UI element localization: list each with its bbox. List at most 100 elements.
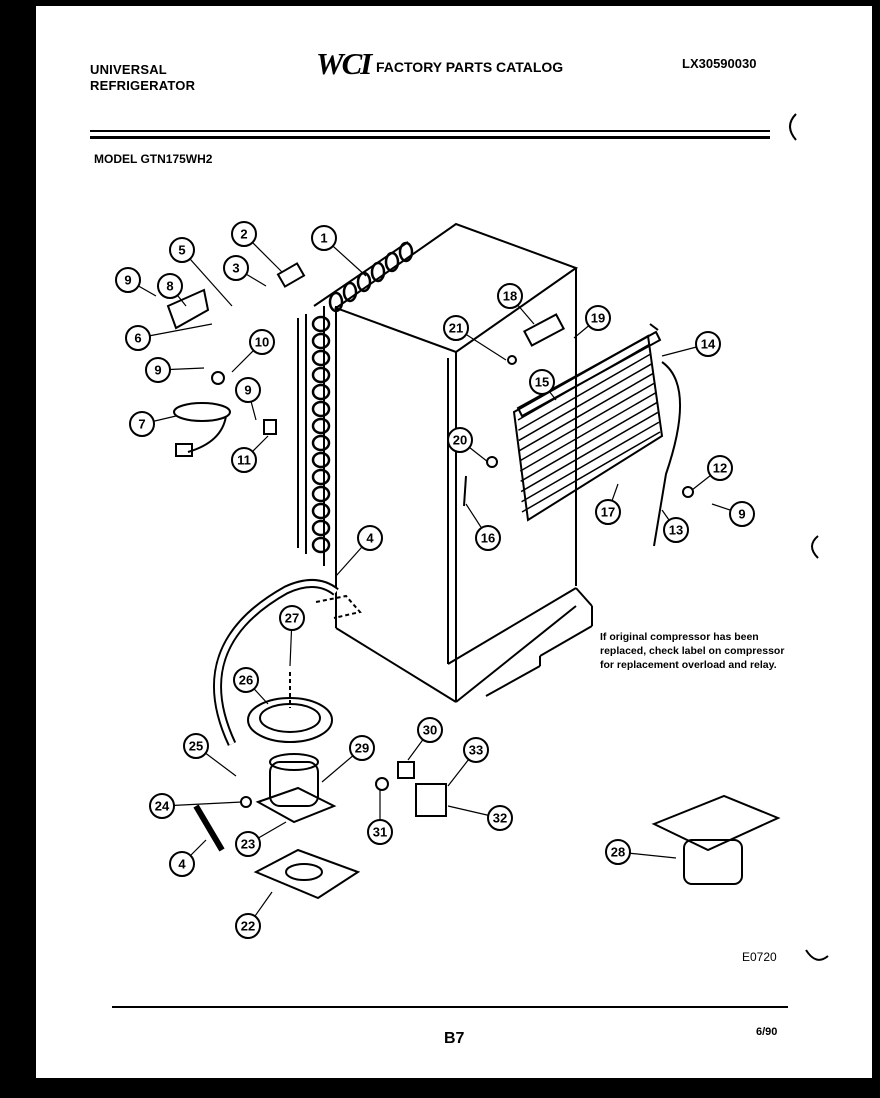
evaporator-fin [520,402,658,482]
callout-circle [311,225,337,251]
callout-circle [695,331,721,357]
evaporator-fin [519,392,656,472]
replacement-compressor [683,839,743,885]
part-callout: 11 [231,447,257,473]
callout-number: 13 [669,523,683,538]
callout-number: 1 [320,231,327,246]
evaporator-fin [520,411,659,493]
callout-number: 2 [240,227,247,242]
overload [397,761,415,779]
callout-circle [497,283,523,309]
callout-circle [183,733,209,759]
callout-number: 19 [591,311,605,326]
coil-loop [311,451,331,469]
evaporator-fin [521,431,661,513]
part-callout: 8 [157,273,183,299]
callout-circle [475,525,501,551]
evaporator-fin [517,343,651,421]
footer-rule [112,1006,788,1008]
suction-tube [213,579,339,746]
callout-number: 8 [166,279,173,294]
callout-circle [125,325,151,351]
callout-number: 11 [237,453,251,468]
part-callout: 20 [447,427,473,453]
callout-circle [279,605,305,631]
callout-number: 16 [481,531,495,546]
catalog-title: FACTORY PARTS CATALOG [376,59,564,75]
part-callout: 33 [463,737,489,763]
callout-circle [595,499,621,525]
callout-circle [235,831,261,857]
callout-circle [223,255,249,281]
part-callout: 21 [443,315,469,341]
coil-loop [311,383,331,401]
callout-circle [463,737,489,763]
part-callout: 15 [529,369,555,395]
header-rule-bottom [90,136,770,139]
catalog-page: UNIVERSAL REFRIGERATOR WCI FACTORY PARTS… [36,6,872,1078]
part-callout: 14 [695,331,721,357]
part-callout: 17 [595,499,621,525]
compressor [269,761,319,807]
callout-number: 6 [134,331,141,346]
evaporator-fin [521,421,660,503]
evaporator-inlet [649,323,659,331]
callout-number: 4 [178,857,186,872]
callout-circle [115,267,141,293]
part-callout: 3 [223,255,249,281]
callout-number: 10 [255,335,269,350]
part-callout: 29 [349,735,375,761]
part-callout: 22 [235,913,261,939]
callout-number: 24 [155,799,170,814]
drier [193,804,225,852]
exploded-parts-diagram: 1235896910971118211914152012917131642726… [115,113,829,961]
part-callout: 4 [169,851,195,877]
brand-name: UNIVERSAL REFRIGERATOR [90,62,195,94]
wci-logo: WCI [316,46,372,81]
callout-circle [169,237,195,263]
callout-number: 7 [138,417,145,432]
coil-loop [311,519,331,537]
evaporator-tube [653,361,681,547]
callout-circle [235,377,261,403]
page-number: B7 [444,1030,465,1047]
part-callout: 9 [729,501,755,527]
part-callout: 4 [357,525,383,551]
callout-number: 14 [701,337,716,352]
drain-pan-inner [259,703,321,733]
callout-circle [349,735,375,761]
evaporator-fin [518,353,652,431]
part-callout: 9 [115,267,141,293]
callout-number: 32 [493,811,507,826]
part-callout: 28 [605,839,631,865]
callout-number: 33 [469,743,483,758]
callout-circle [663,517,689,543]
part-callout: 19 [585,305,611,331]
callout-circle [231,221,257,247]
compressor-note: If original compressor has been replaced… [600,631,785,671]
coil-loop [311,349,331,367]
part-callout: 26 [233,667,259,693]
bracket-clip [276,262,306,288]
callout-circle [235,913,261,939]
callout-number: 22 [241,919,255,934]
callout-circle [367,819,393,845]
diagram-reference: E0720 [742,950,777,964]
part-callout: 7 [129,411,155,437]
brand-line-2: REFRIGERATOR [90,78,196,93]
brand-line-1: UNIVERSAL [90,62,167,77]
callout-number: 9 [738,507,745,522]
callout-circle [443,315,469,341]
coil-loop-top [356,271,372,293]
coil-loop-top [384,251,400,273]
coil-loop [311,485,331,503]
callout-number: 4 [366,531,374,546]
callout-number: 29 [355,741,369,756]
part-callout: 10 [249,329,275,355]
callout-circle [605,839,631,865]
part-callout: 32 [487,805,513,831]
coil-loop-top [398,241,414,263]
part-callout: 16 [475,525,501,551]
evaporator-fin [518,372,654,452]
callout-circle [231,447,257,473]
